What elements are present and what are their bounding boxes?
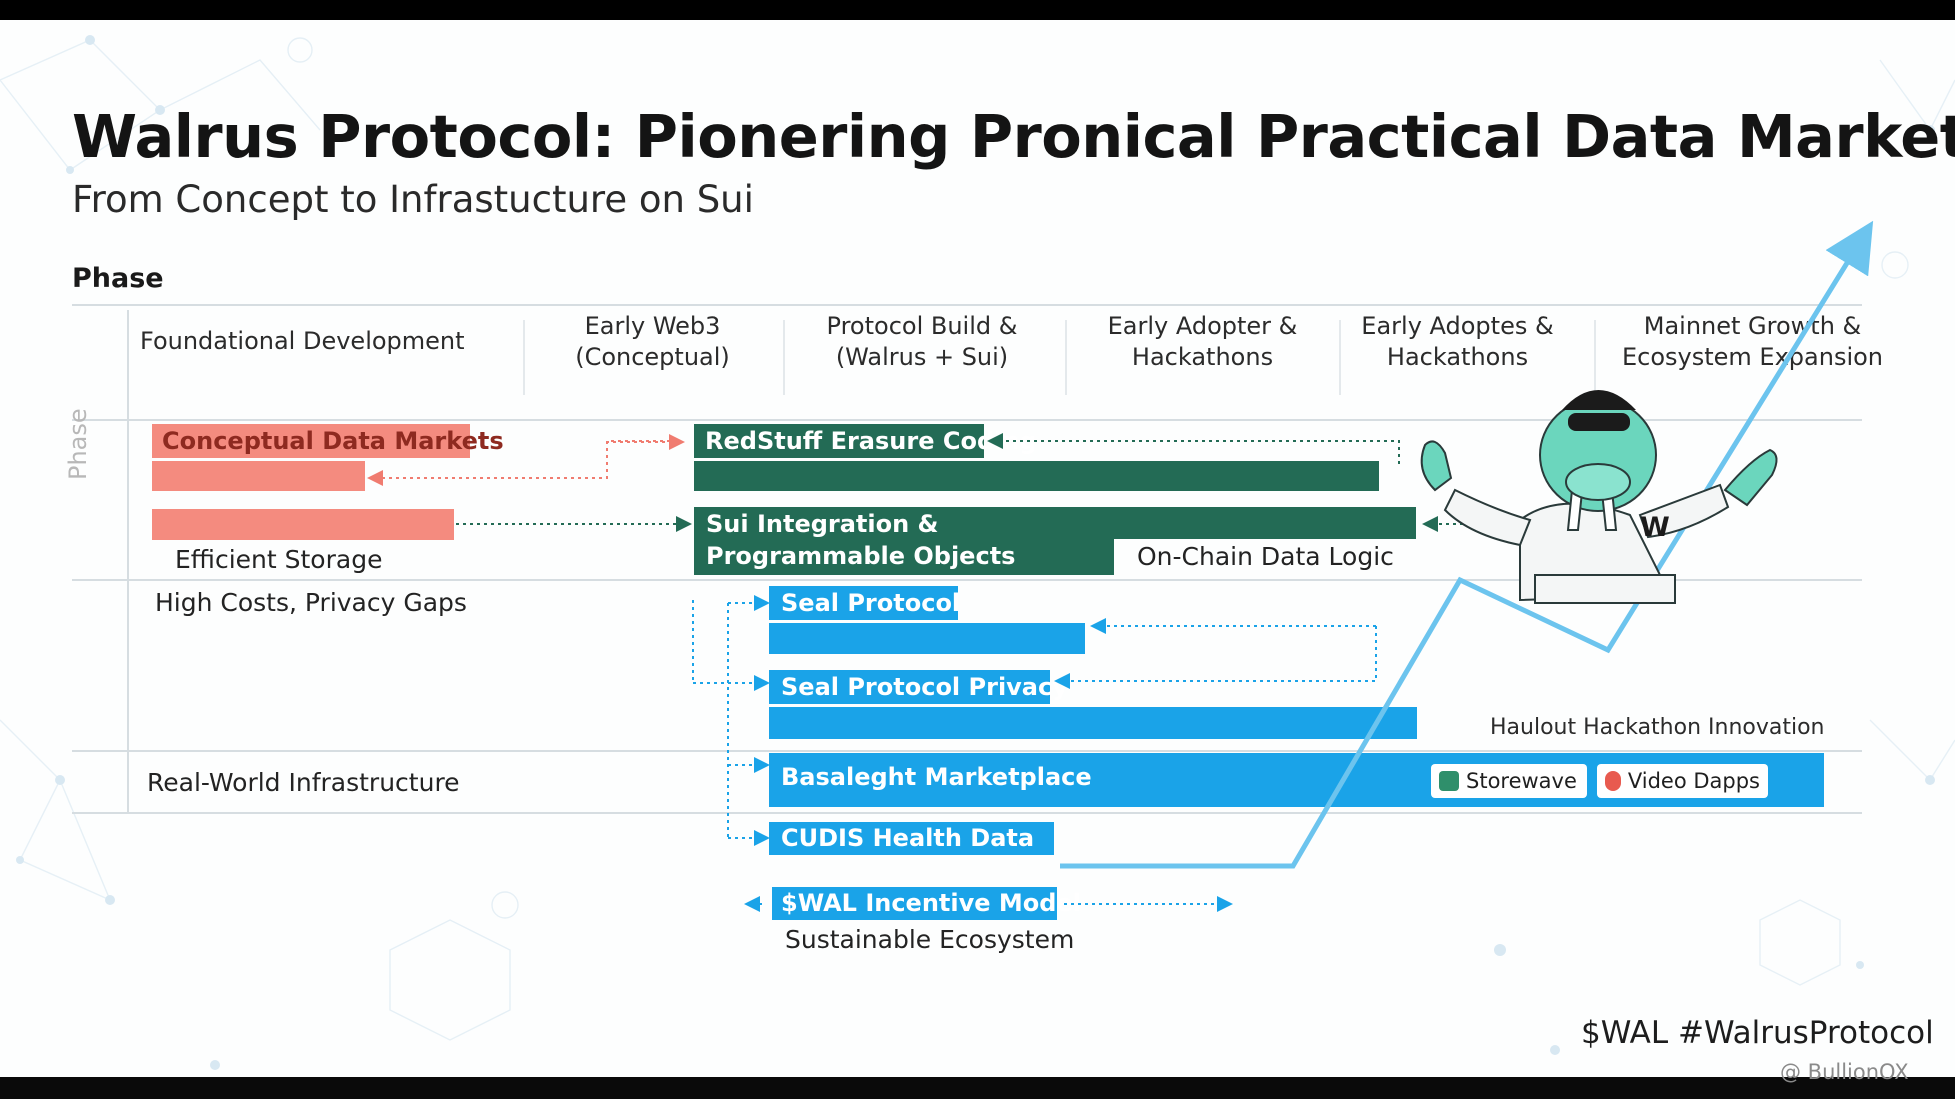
growth-trend-line [1060, 242, 1860, 866]
bottom-letterbox [0, 1077, 1955, 1099]
connectors-layer [0, 20, 1955, 1077]
watermark: @ BullionOX [1780, 1060, 1909, 1084]
top-letterbox [0, 0, 1955, 20]
coral-link-return [375, 441, 677, 478]
slide: Walrus Protocol: Pionering Pronical Prac… [0, 20, 1955, 1077]
walrus-mascot [1422, 390, 1777, 603]
hashtag-footer: $WAL #WalrusProtocol [1581, 1015, 1934, 1051]
mascot-shirt-letter: W [1640, 512, 1670, 543]
